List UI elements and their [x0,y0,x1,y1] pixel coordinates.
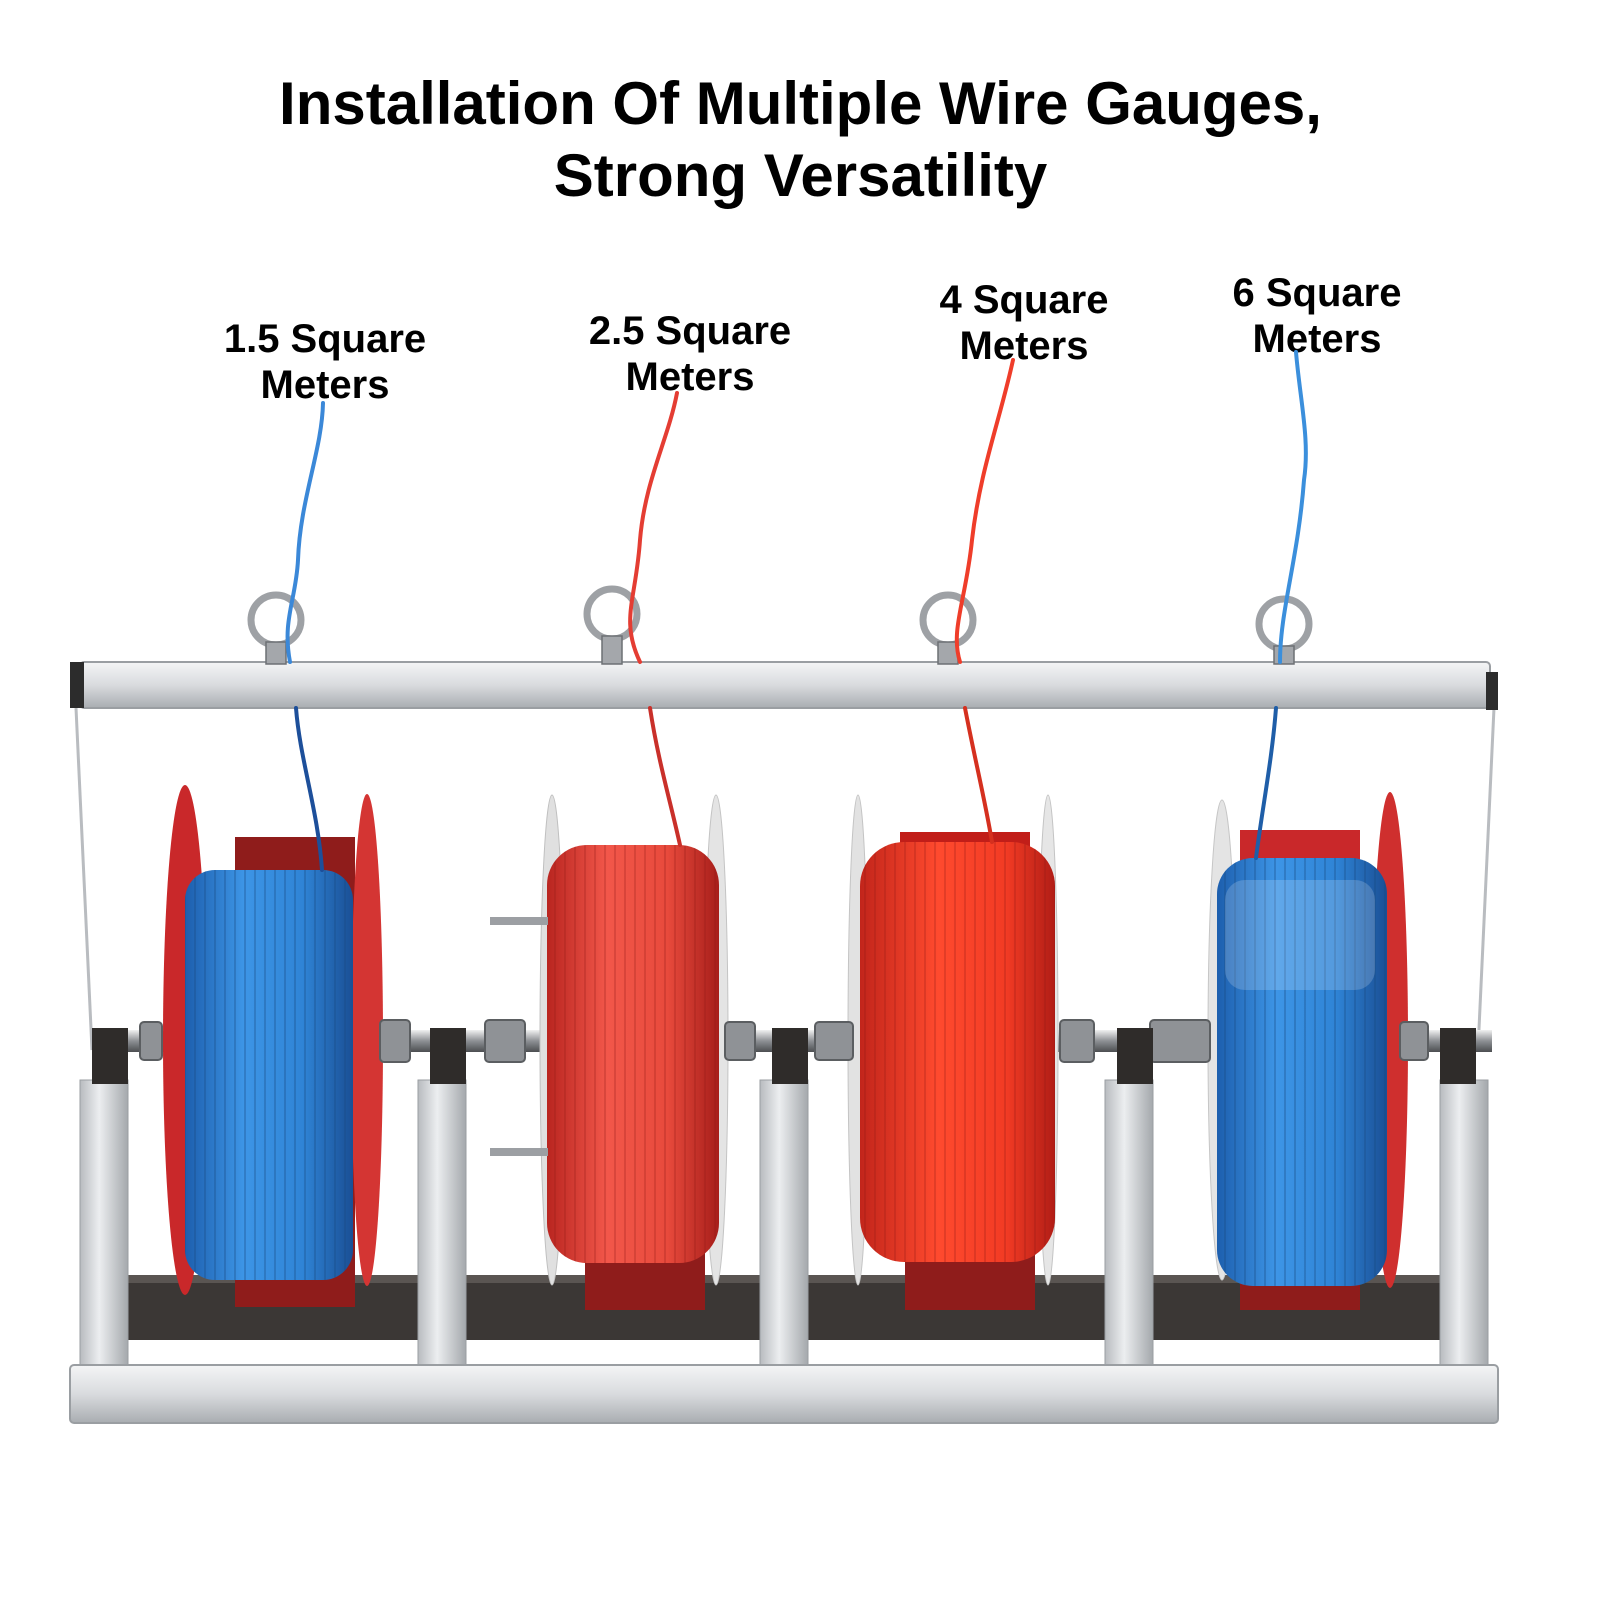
post-5 [1439,1079,1489,1371]
wire-4-upper [1278,350,1308,664]
reel-label-2-line-2: Meters [625,355,755,399]
wire-2-lower [648,706,682,847]
reel-2 [490,794,729,1310]
reel-label-4: 6 Square Meters [1167,270,1467,362]
post-4 [1104,1079,1154,1371]
reel-label-4-line-1: 6 Square [1232,271,1402,315]
left-stay-rod [74,707,94,1051]
wire-1-lower [294,706,324,872]
feed-wires [285,350,1308,872]
wire-3-lower [963,706,994,844]
reel-label-3-line-1: 4 Square [939,278,1109,322]
wire-2-upper [628,391,679,664]
eye-bolt-3 [919,591,977,649]
reel-label-1: 1.5 Square Meters [175,316,475,408]
reel-label-4-line-2: Meters [1252,317,1382,361]
page-title-line-2: Strong Versatility [553,142,1048,209]
frame-posts [79,1028,1489,1371]
reel-label-2-line-1: 2.5 Square [588,309,792,353]
reel-3 [847,794,1059,1310]
post-1 [79,1079,129,1371]
reel-label-2: 2.5 Square Meters [540,308,840,400]
eye-bolts [247,585,1313,653]
right-stay-rod [1476,707,1496,1051]
top-crossbar [70,661,1498,710]
wire-1-upper [285,401,325,664]
page-title-line-1: Installation Of Multiple Wire Gauges, [279,70,1322,137]
reel-label-3-line-2: Meters [959,324,1089,368]
bottom-base-bar [69,1364,1499,1424]
wire-4-lower [1254,706,1278,860]
reel-1-front-flange [351,794,383,1286]
reel-4-plastic-wrap [1225,880,1375,990]
reel-4 [1207,792,1408,1310]
reel-label-3: 4 Square Meters [874,277,1174,369]
reel-label-1-line-2: Meters [260,363,390,407]
wire-3-upper [954,358,1015,664]
reel-1 [163,785,383,1307]
reel-label-1-line-1: 1.5 Square [223,317,427,361]
post-2 [417,1079,467,1371]
post-3 [759,1079,809,1371]
